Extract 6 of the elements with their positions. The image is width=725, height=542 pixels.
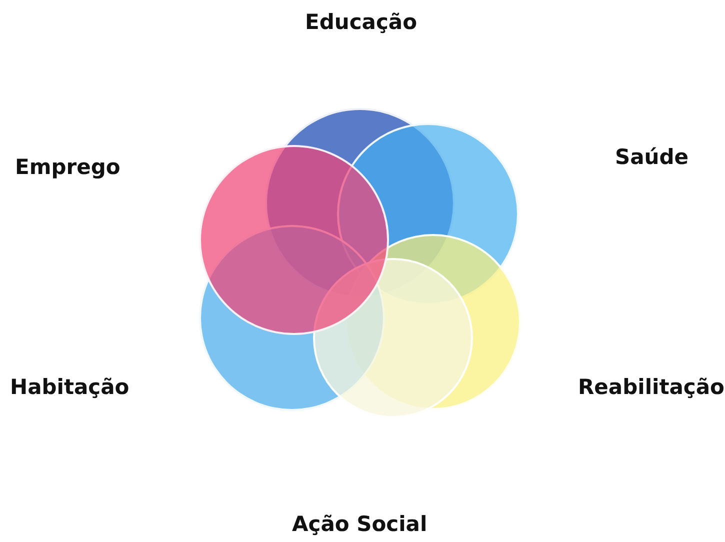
category-label: Ação Social xyxy=(292,512,428,536)
category-label: Habitação xyxy=(10,375,130,399)
category-label: Reabilitação xyxy=(578,375,724,399)
category-label: Saúde xyxy=(615,145,689,169)
category-label: Educação xyxy=(305,10,417,34)
category-label: Emprego xyxy=(15,155,120,179)
